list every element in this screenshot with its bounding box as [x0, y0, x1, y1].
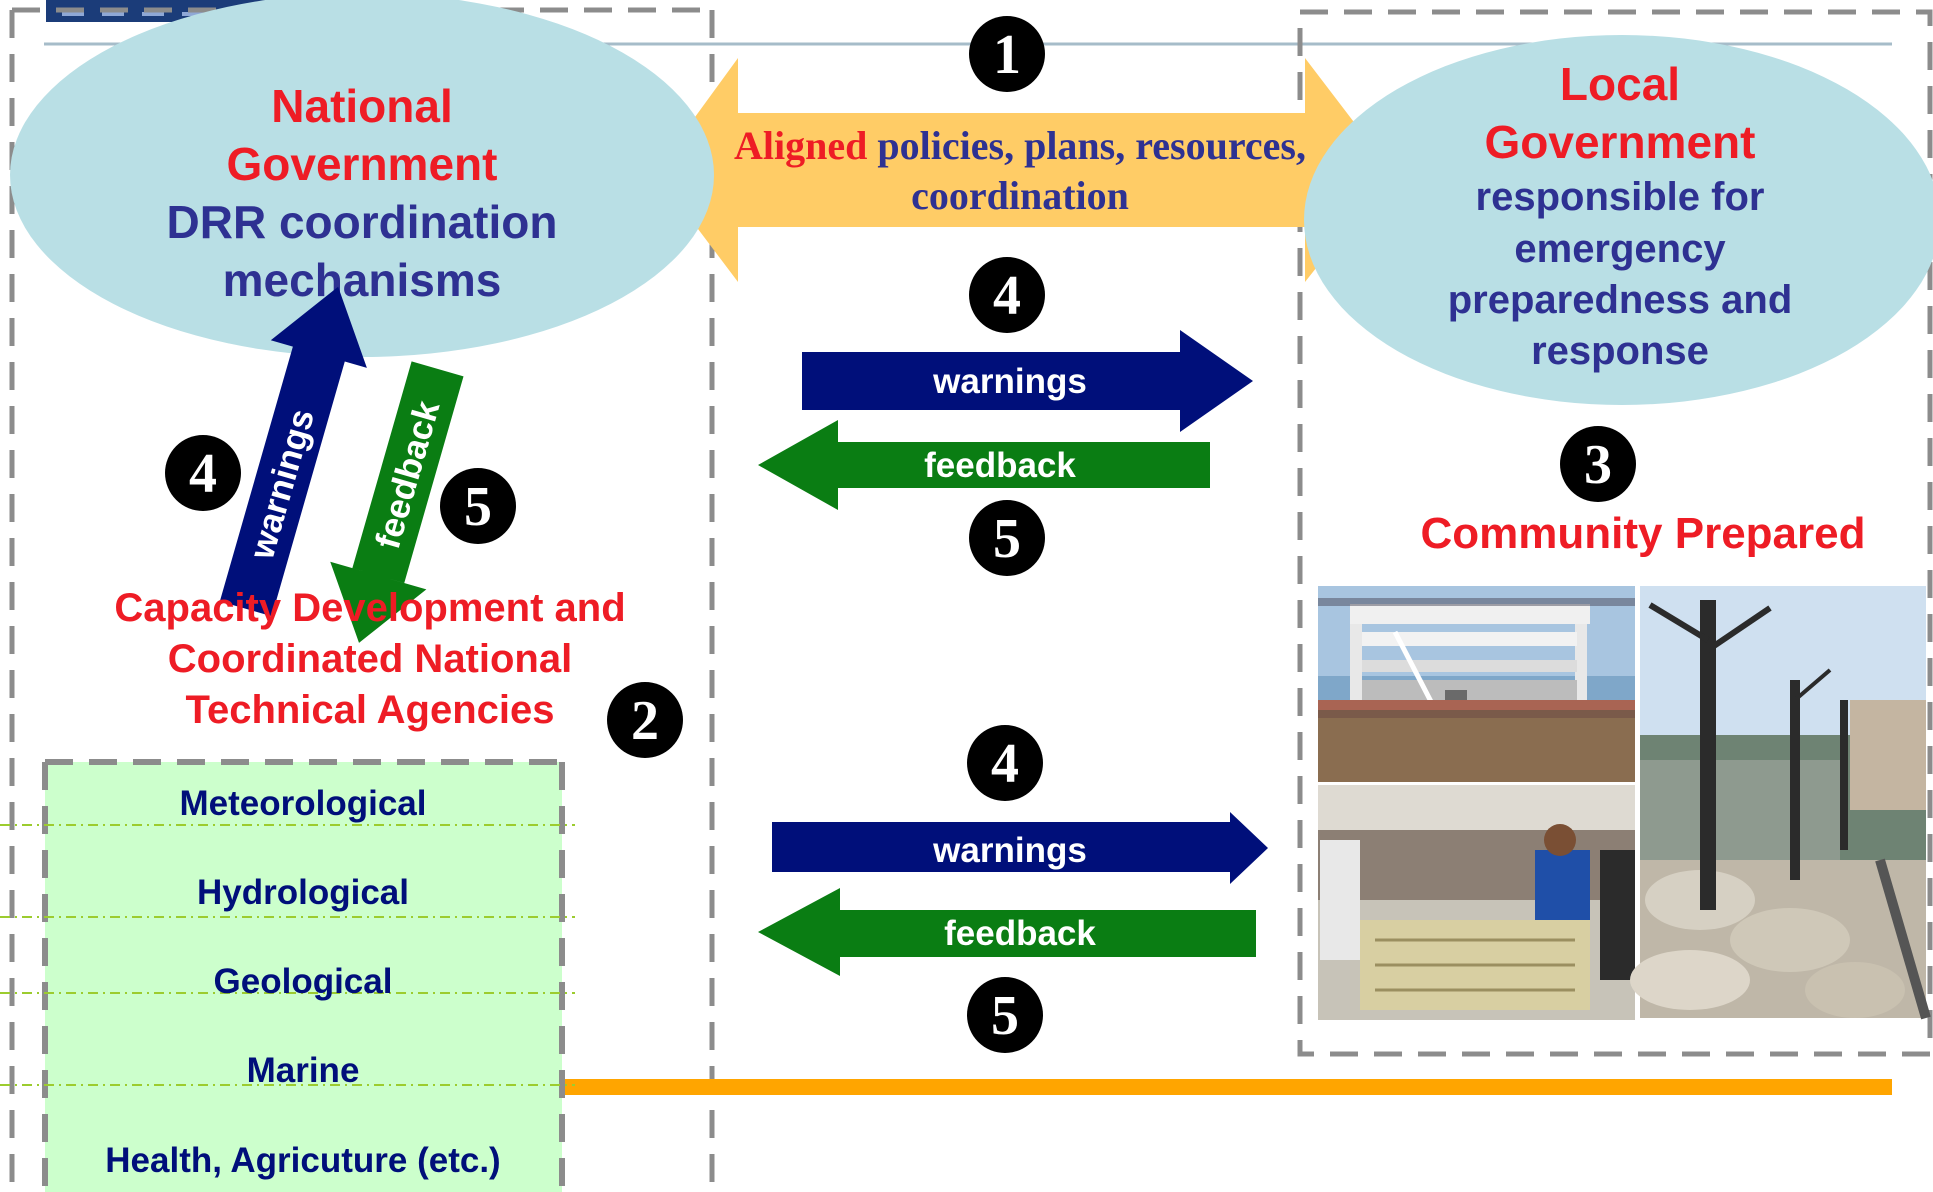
- feedback-arrow-lower: [758, 888, 1256, 976]
- badge-5-center-lower-number: 5: [991, 985, 1019, 1047]
- badge-5-center-upper: 5: [969, 500, 1045, 576]
- badge-3: 3: [1560, 426, 1636, 502]
- warnings-arrow-lower: [772, 812, 1268, 884]
- local-sub-line1: responsible for: [1476, 175, 1765, 219]
- evacuation-building-photo: [1318, 586, 1635, 782]
- national-sub-line2: mechanisms: [223, 254, 502, 306]
- badge-4-left: 4: [165, 435, 241, 511]
- warnings-arrow-upper: [802, 330, 1253, 432]
- badge-4-center-lower: 4: [967, 725, 1043, 801]
- community-meeting-photo: [1318, 785, 1635, 1020]
- aligned-text-line1: Aligned policies, plans, resources,: [734, 123, 1306, 168]
- badge-4-center-lower-number: 4: [991, 733, 1019, 795]
- local-government-ellipse: [1304, 35, 1933, 405]
- community-prepared-label: Community Prepared: [1421, 509, 1866, 558]
- aligned-rest: policies, plans, resources,: [867, 123, 1306, 168]
- capacity-line3: Technical Agencies: [185, 688, 554, 732]
- badge-5-center-lower: 5: [967, 977, 1043, 1053]
- local-sub-line2: emergency: [1514, 227, 1726, 271]
- capacity-line1: Capacity Development and: [114, 586, 625, 630]
- agency-marine: Marine: [247, 1051, 360, 1090]
- aligned-text-line2: coordination: [911, 173, 1129, 218]
- flood-sandbags-photo: [1630, 586, 1931, 1020]
- national-government-ellipse: [10, 0, 714, 357]
- badge-1: 1: [969, 16, 1045, 92]
- badge-4-left-number: 4: [189, 443, 217, 505]
- badge-3-number: 3: [1584, 434, 1612, 496]
- agency-health-agriculture: Health, Agricuture (etc.): [105, 1141, 500, 1180]
- badge-5-left-number: 5: [464, 476, 492, 538]
- agency-meteorological: Meteorological: [180, 784, 427, 823]
- feedback-label-upper: feedback: [924, 446, 1076, 485]
- warnings-label-upper: warnings: [932, 362, 1087, 401]
- local-sub-line4: response: [1531, 329, 1709, 373]
- badge-4-center-upper: 4: [969, 257, 1045, 333]
- local-title-line2: Government: [1485, 116, 1756, 168]
- agency-geological: Geological: [214, 962, 393, 1001]
- feedback-arrow-upper: [758, 420, 1210, 510]
- national-title-line2: Government: [227, 138, 498, 190]
- aligned-highlight: Aligned: [734, 123, 867, 168]
- badge-5-left: 5: [440, 468, 516, 544]
- national-title-line1: National: [271, 80, 452, 132]
- orange-baseline: [560, 1079, 1892, 1095]
- warnings-label-lower: warnings: [932, 831, 1087, 870]
- agency-hydrological: Hydrological: [197, 873, 409, 912]
- agency-panel: Meteorological Hydrological Geological M…: [0, 759, 575, 1192]
- badge-5-center-upper-number: 5: [993, 508, 1021, 570]
- badge-4-center-upper-number: 4: [993, 265, 1021, 327]
- badge-2: 2: [607, 682, 683, 758]
- aligned-double-arrow: [655, 58, 1392, 282]
- badge-2-number: 2: [631, 690, 659, 752]
- national-sub-line1: DRR coordination: [167, 196, 558, 248]
- badge-1-number: 1: [993, 24, 1021, 86]
- local-sub-line3: preparedness and: [1448, 278, 1793, 322]
- local-title-line1: Local: [1560, 58, 1680, 110]
- capacity-line2: Coordinated National: [168, 637, 572, 681]
- local-frame: [1297, 9, 1933, 1057]
- feedback-label-lower: feedback: [944, 914, 1096, 953]
